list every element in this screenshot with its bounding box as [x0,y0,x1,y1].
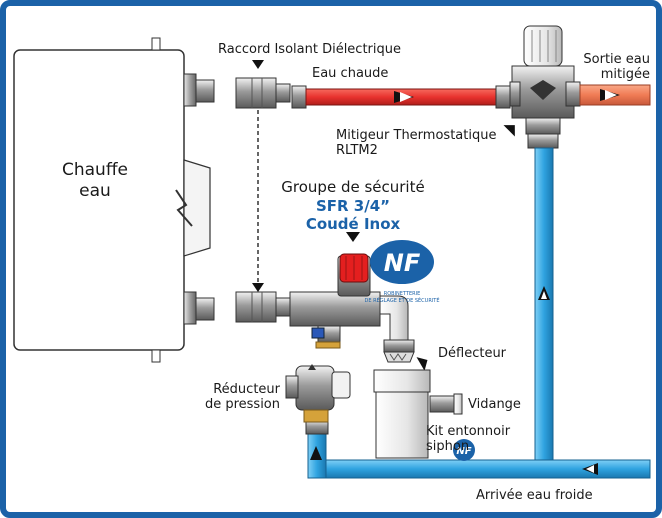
dielectric-union-top [235,77,291,109]
label-sortie: Sortie eau mitigée [572,52,650,82]
label-kit-line1: Kit entonnoir [426,424,511,439]
label-coude-inox: Coudé Inox [305,215,401,233]
label-arrivee-eau-froide: Arrivée eau froide [476,488,593,503]
label-reducteur-line1: Réducteur [213,382,280,397]
label-chauffe-eau: Chauffe eau [40,160,150,202]
label-sortie-line1: Sortie eau [583,52,650,67]
label-deflecteur: Déflecteur [438,346,507,361]
label-sortie-line2: mitigée [600,67,650,82]
nf-small-logo: NF [453,439,475,461]
label-kit: Kit entonnoir siphon [426,424,510,454]
funnel-siphon-kit [373,369,463,459]
label-chauffe-line2: eau [79,181,111,201]
nf-logo-text: NF [384,249,421,277]
nf-certification-logo: NF ROBINETTERIE DE RÉGLAGE ET DE SÉCURIT… [364,240,440,304]
dielectric-union-bottom [235,291,291,323]
label-reducteur: Réducteur de pression [188,382,280,412]
label-mitigeur: Mitigeur Thermostatique RLTM2 [336,128,496,158]
label-eau-chaude: Eau chaude [312,66,389,81]
thermostatic-mixer [509,25,581,149]
label-sfr: SFR 3/4” [315,197,391,215]
label-reducteur-line2: de pression [204,397,280,412]
arrow-down-marker [252,283,264,292]
pressure-reducer [285,364,351,423]
nf-logo-sub1: ROBINETTERIE [384,291,421,297]
label-kit-line2: siphon [426,439,470,454]
hot-water-pipe [291,85,511,109]
label-mitigeur-line1: Mitigeur Thermostatique [336,128,497,143]
label-chauffe-line1: Chauffe [61,160,128,180]
nf-logo-sub2: DE RÉGLAGE ET DE SÉCURITÉ [364,296,439,304]
deflector [383,351,415,363]
arrow-down-marker [346,232,360,242]
label-vidange: Vidange [468,397,521,412]
label-mitigeur-line2: RLTM2 [336,143,378,158]
arrow-marker [416,357,428,371]
nf-small-logo-text: NF [456,446,471,457]
safety-group [289,253,415,353]
cold-water-pipe [305,147,651,479]
mixed-water-pipe [579,84,651,106]
label-groupe-securite: Groupe de sécurité [281,178,425,196]
label-raccord: Raccord Isolant Diélectrique [218,42,401,57]
arrow-marker [503,125,515,137]
water-heater [13,37,215,363]
arrow-down-marker [252,60,264,69]
